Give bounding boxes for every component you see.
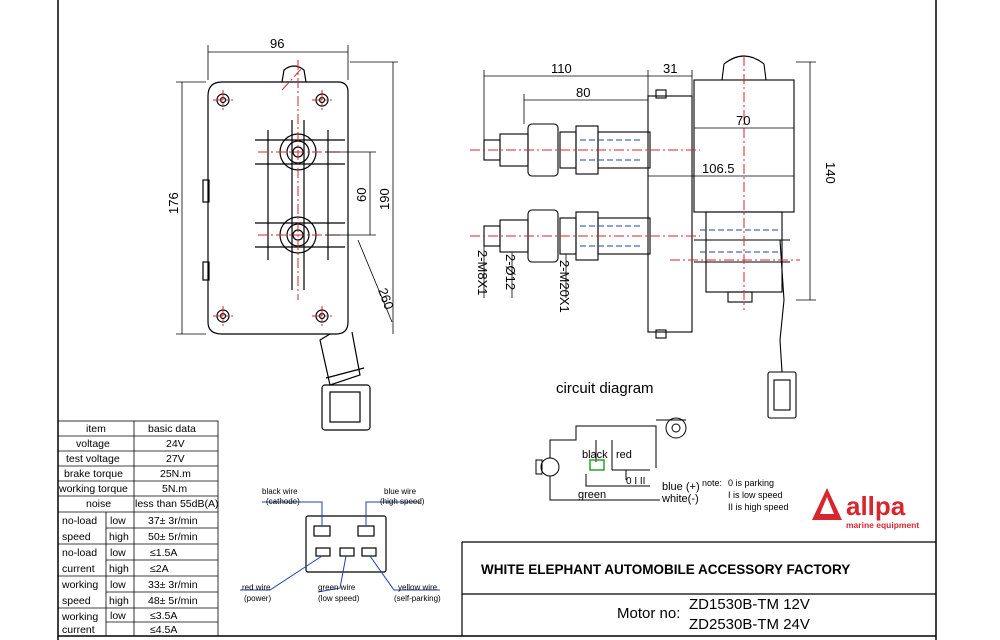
motor-12v: ZD1530B-TM 12V bbox=[689, 596, 810, 613]
row-working-speed-1: working bbox=[61, 579, 98, 591]
dim-thread-m8: 2-M8X1 bbox=[475, 250, 490, 296]
front-view bbox=[202, 65, 371, 431]
circuit-blue-label: blue (+) bbox=[662, 481, 700, 493]
allpa-logo-icon bbox=[812, 488, 842, 520]
val-working-speed-high: 48± 5r/min bbox=[148, 595, 198, 607]
noload-current-high-label: high bbox=[109, 563, 129, 575]
blue-wire-label: blue wire bbox=[384, 487, 417, 496]
th-basic-data: basic data bbox=[148, 423, 196, 435]
brand-name: allpa bbox=[846, 491, 906, 521]
val-test-voltage: 27V bbox=[166, 453, 185, 465]
spec-table-grid bbox=[57, 420, 219, 637]
row-noload-speed-1: no-load bbox=[62, 515, 97, 527]
dim-thread-m20: 2-M20X1 bbox=[557, 260, 572, 313]
title-block-frame bbox=[461, 541, 936, 636]
note-parking: 0 is parking bbox=[728, 478, 774, 488]
val-noise: less than 55dB(A) bbox=[135, 498, 218, 510]
circuit-switch-positions: 0 I II bbox=[626, 476, 645, 487]
front-centerlines bbox=[213, 60, 340, 326]
circuit-green-contact bbox=[589, 459, 605, 471]
circuit-white-label: white(-) bbox=[661, 493, 699, 505]
side-dimension-lines bbox=[483, 61, 816, 301]
row-brake-torque: brake torque bbox=[64, 468, 123, 480]
self-parking-label: (self-parking) bbox=[394, 594, 441, 603]
dim-260: 260 bbox=[375, 286, 397, 312]
note-label: note: bbox=[702, 478, 722, 488]
val-noload-speed-high: 50± 5r/min bbox=[148, 531, 198, 543]
val-working-current-low: ≤3.5A bbox=[150, 610, 177, 622]
low-speed-label: (low speed) bbox=[318, 594, 360, 603]
green-wire-label: green wire bbox=[318, 583, 356, 592]
working-current-low-label: low bbox=[110, 610, 126, 622]
row-noise: noise bbox=[86, 498, 111, 510]
motor-label: Motor no: bbox=[617, 605, 680, 622]
power-label: (power) bbox=[244, 594, 271, 603]
row-working-torque: working torque bbox=[58, 483, 128, 495]
connector-pinout bbox=[305, 515, 387, 573]
dim-60: 60 bbox=[354, 188, 369, 202]
circuit-title: circuit diagram bbox=[556, 380, 654, 397]
val-noload-current-high: ≤2A bbox=[150, 563, 169, 575]
noload-speed-high-label: high bbox=[109, 531, 129, 543]
working-speed-high-label: high bbox=[109, 595, 129, 607]
row-working-current-1: working bbox=[61, 611, 98, 623]
dim-hole-d12: 2-Ø12 bbox=[503, 254, 518, 290]
front-dimension-lines bbox=[176, 45, 398, 335]
note-high-speed: II is high speed bbox=[728, 502, 789, 512]
circuit-red-label: red bbox=[616, 449, 632, 461]
side-hidden-lines bbox=[580, 139, 780, 253]
val-working-torque: 5N.m bbox=[162, 483, 187, 495]
circuit-green-label: green bbox=[578, 489, 606, 501]
motor-24v: ZD2530B-TM 24V bbox=[689, 616, 810, 633]
black-wire-label: black wire bbox=[262, 487, 298, 496]
row-working-speed-2: speed bbox=[62, 595, 91, 607]
note-low-speed: I is low speed bbox=[728, 490, 783, 500]
circuit-wiring bbox=[535, 417, 687, 501]
val-noload-current-low: ≤1.5A bbox=[150, 547, 177, 559]
red-wire-label: red wire bbox=[242, 583, 271, 592]
val-voltage: 24V bbox=[166, 438, 185, 450]
high-speed-label: (high speed) bbox=[380, 497, 425, 506]
row-noload-current-2: current bbox=[62, 563, 95, 575]
side-view bbox=[483, 55, 797, 419]
val-brake-torque: 25N.m bbox=[160, 468, 191, 480]
circuit-black-label: black bbox=[582, 449, 608, 461]
row-voltage: voltage bbox=[76, 438, 110, 450]
dim-80: 80 bbox=[576, 85, 590, 100]
dim-110: 110 bbox=[551, 61, 572, 76]
dim-70: 70 bbox=[736, 113, 750, 128]
th-item: item bbox=[86, 423, 106, 435]
dim-96: 96 bbox=[270, 36, 284, 51]
row-noload-current-1: no-load bbox=[62, 547, 97, 559]
dim-31: 31 bbox=[663, 61, 677, 76]
noload-speed-low-label: low bbox=[110, 515, 126, 527]
dim-176: 176 bbox=[166, 192, 181, 214]
row-test-voltage: test voltage bbox=[66, 453, 120, 465]
dim-190: 190 bbox=[377, 188, 392, 210]
row-noload-speed-2: speed bbox=[62, 531, 91, 543]
val-working-speed-low: 33± 3r/min bbox=[148, 579, 198, 591]
val-working-current-high: ≤4.5A bbox=[150, 624, 177, 636]
working-speed-low-label: low bbox=[110, 579, 126, 591]
val-noload-speed-low: 37± 3r/min bbox=[148, 515, 198, 527]
dim-140: 140 bbox=[823, 162, 838, 184]
yellow-wire-label: yellow wire bbox=[398, 583, 438, 592]
brand-tagline: marine equipment bbox=[846, 520, 919, 530]
row-working-current-2: current bbox=[62, 624, 95, 636]
side-centerlines bbox=[470, 56, 800, 310]
factory-name: WHITE ELEPHANT AUTOMOBILE ACCESSORY FACT… bbox=[481, 562, 850, 577]
dim-106-5: 106.5 bbox=[702, 161, 735, 176]
noload-current-low-label: low bbox=[110, 547, 126, 559]
cathode-label: (cathode) bbox=[266, 497, 300, 506]
connector-leads bbox=[240, 501, 440, 593]
